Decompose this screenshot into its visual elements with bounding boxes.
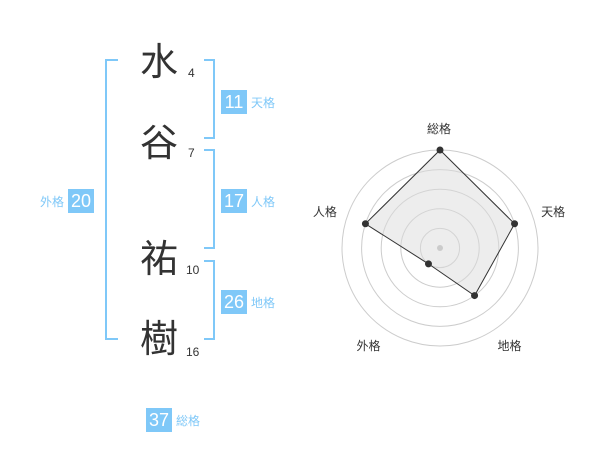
soukaku-label: 総格	[176, 413, 201, 428]
jinkaku-value: 17	[221, 189, 248, 213]
stroke-count-1: 4	[188, 66, 195, 80]
tenkaku-badge: 11 天格	[221, 90, 275, 114]
radar-point-2	[511, 220, 519, 228]
radar-axis-label-1: 総格	[427, 122, 452, 136]
soukaku-badge: 37 総格	[146, 408, 200, 432]
stroke-count-4: 16	[186, 345, 200, 359]
radar-axis-label-2: 天格	[541, 204, 566, 219]
tenkaku-value: 11	[221, 90, 247, 114]
tenkaku-label: 天格	[251, 95, 276, 110]
gaikaku-value: 20	[68, 189, 95, 213]
jinkaku-label: 人格	[251, 194, 276, 209]
chikaku-label: 地格	[251, 295, 276, 310]
jinkaku-bracket	[204, 149, 215, 249]
name-char-4: 樹	[140, 317, 179, 361]
stroke-count-2: 7	[188, 146, 195, 160]
soukaku-value: 37	[146, 408, 173, 432]
chikaku-value: 26	[221, 290, 248, 314]
jinkaku-badge: 17 人格	[221, 189, 275, 213]
tenkaku-bracket	[204, 59, 215, 139]
gaikaku-badge: 外格 20	[40, 189, 95, 213]
name-char-3: 祐	[140, 237, 179, 281]
radar-point-5	[361, 220, 369, 228]
radar-axis-label-3: 地格	[497, 339, 522, 354]
gaikaku-label: 外格	[40, 194, 65, 209]
radar-point-1	[436, 146, 444, 154]
name-char-1: 水	[140, 40, 179, 84]
radar-axis-label-5: 人格	[312, 204, 337, 219]
radar-data-polygon	[364, 149, 516, 297]
chikaku-bracket	[204, 260, 215, 340]
radar-point-3	[471, 292, 479, 300]
gaikaku-bracket	[105, 59, 118, 340]
radar-axis-label-4: 外格	[356, 339, 381, 354]
radar-point-4	[424, 260, 432, 268]
chikaku-badge: 26 地格	[221, 290, 275, 314]
name-char-2: 谷	[140, 121, 179, 165]
stroke-count-3: 10	[186, 263, 200, 277]
